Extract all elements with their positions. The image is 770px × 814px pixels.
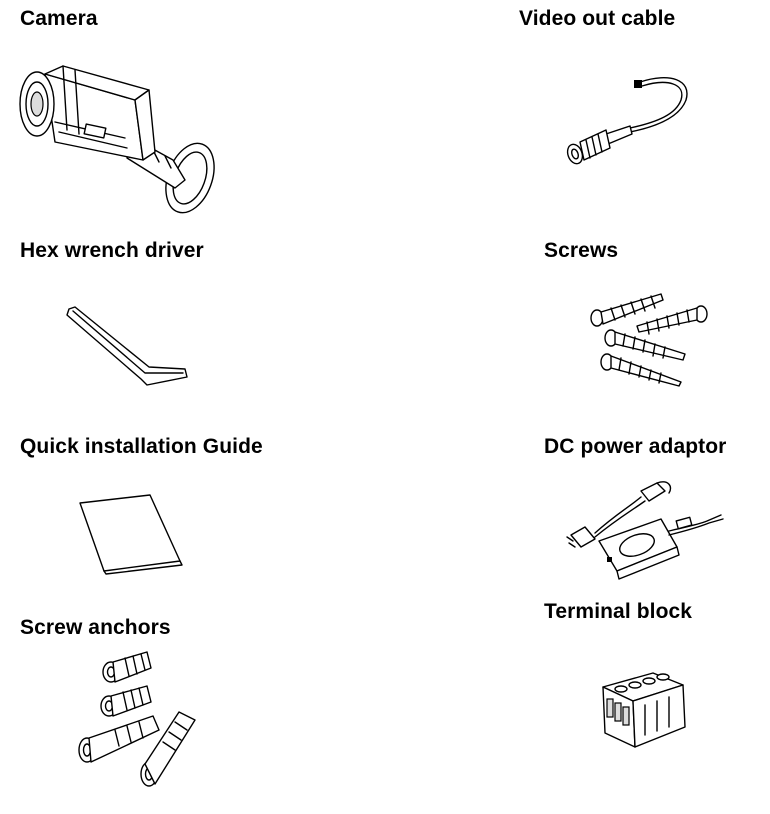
quick-guide-illustration (79, 494, 183, 575)
camera-illustration (19, 65, 215, 214)
terminal-block-illustration (602, 672, 686, 748)
label-camera: Camera (20, 7, 98, 30)
dc-adaptor-illustration (566, 481, 724, 580)
screw-anchors-illustration (78, 651, 196, 787)
label-quick-guide: Quick installation Guide (20, 435, 263, 458)
label-dc-adaptor: DC power adaptor (544, 435, 727, 458)
hex-wrench-illustration (66, 306, 188, 386)
label-screws: Screws (544, 239, 619, 262)
screws-illustration (590, 293, 708, 387)
label-terminal-block: Terminal block (544, 600, 693, 623)
label-screw-anchors: Screw anchors (20, 616, 171, 639)
label-video-out-cable: Video out cable (519, 7, 676, 30)
label-hex-wrench: Hex wrench driver (20, 239, 204, 262)
video-cable-illustration (566, 77, 688, 165)
